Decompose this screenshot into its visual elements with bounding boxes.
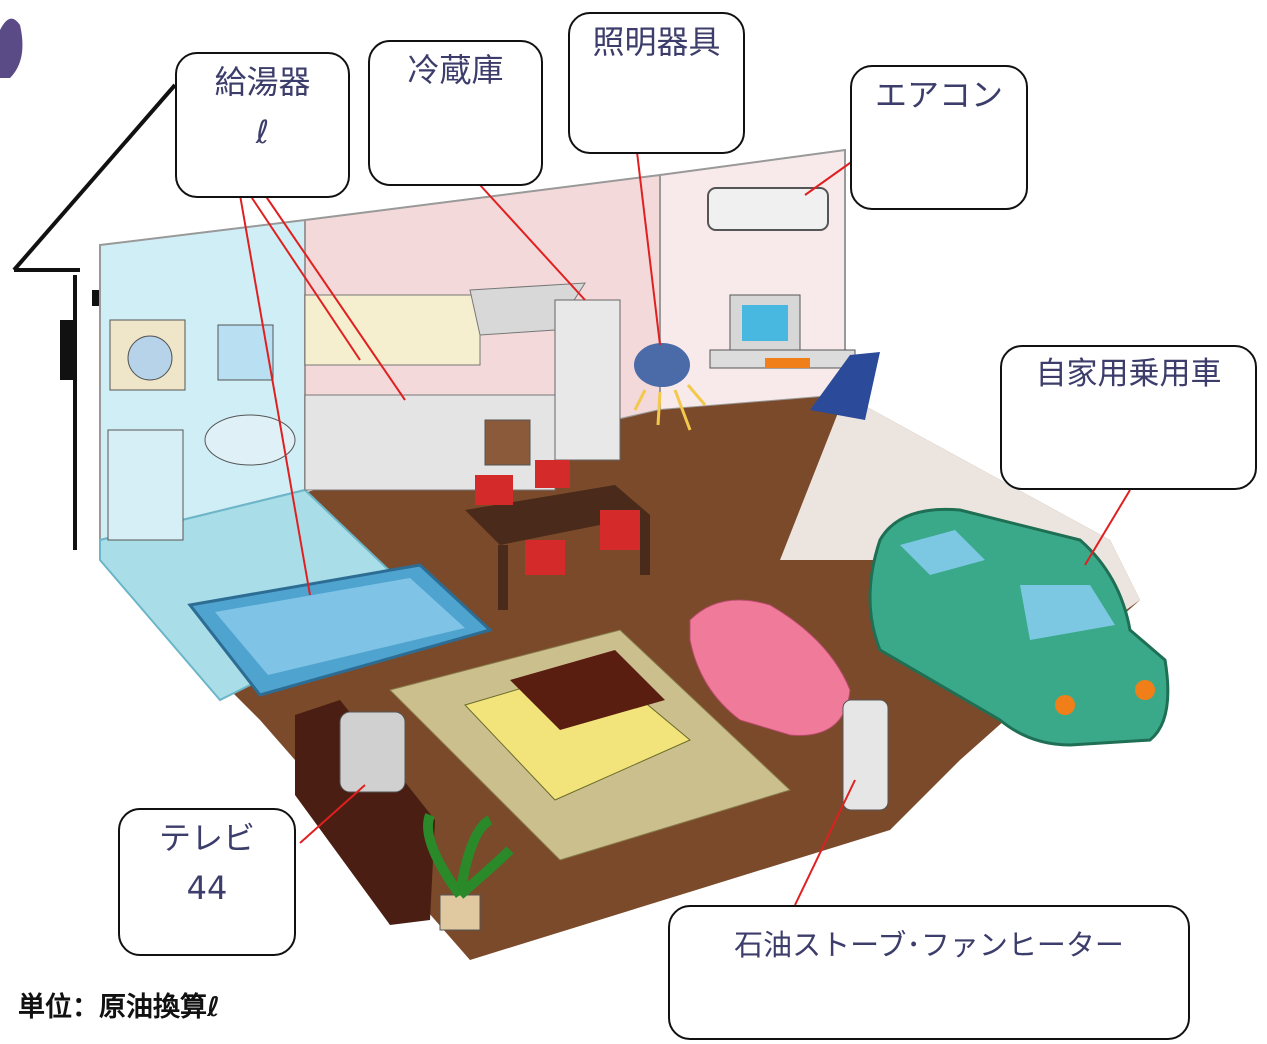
- callout-car: 自家用乗用車: [1000, 345, 1257, 490]
- mascot-icon: [0, 18, 23, 79]
- oven: [484, 419, 531, 466]
- refrigerator-unit: [554, 299, 621, 461]
- dining-chairs: [475, 460, 640, 575]
- television: [339, 711, 406, 793]
- callout-lighting: 照明器具: [568, 12, 745, 154]
- callout-tv: テレビ 44: [118, 808, 296, 956]
- callout-value: ℓ: [255, 113, 270, 151]
- washbasin: [204, 414, 296, 466]
- callout-water-heater: 給湯器 ℓ: [175, 52, 350, 198]
- callout-value: 44: [186, 869, 228, 907]
- toilet: [107, 429, 184, 541]
- unit-note: 単位：原油換算ℓ: [18, 992, 220, 1023]
- potted-plant: [423, 813, 514, 931]
- air-conditioner-unit: [707, 187, 829, 231]
- heater-unit: [842, 699, 889, 811]
- callout-refrigerator: 冷蔵庫: [368, 40, 543, 186]
- callout-label: エアコン: [874, 76, 1003, 114]
- callout-label: テレビ: [158, 819, 255, 857]
- office-chair: [810, 352, 880, 420]
- callout-label: 石油ストーブ･ファンヒーター: [734, 928, 1124, 962]
- callout-label: 給湯器: [214, 63, 311, 101]
- tv-stand: [295, 700, 435, 925]
- callout-air-conditioner: エアコン: [850, 65, 1028, 210]
- pendant-lamp: [634, 343, 690, 387]
- callout-label: 自家用乗用車: [1035, 356, 1222, 392]
- dining-table: [465, 485, 650, 545]
- callout-heater: 石油ストーブ･ファンヒーター: [668, 905, 1190, 1040]
- pointer-lines: [239, 151, 1131, 906]
- roof-outline: [12, 83, 177, 550]
- kitchen-cabinets: [304, 294, 481, 366]
- kotatsu-top: [510, 650, 665, 730]
- callout-label: 冷蔵庫: [407, 51, 504, 89]
- callout-label: 照明器具: [592, 23, 721, 61]
- wall-meter: [60, 320, 74, 380]
- sofa: [689, 599, 851, 736]
